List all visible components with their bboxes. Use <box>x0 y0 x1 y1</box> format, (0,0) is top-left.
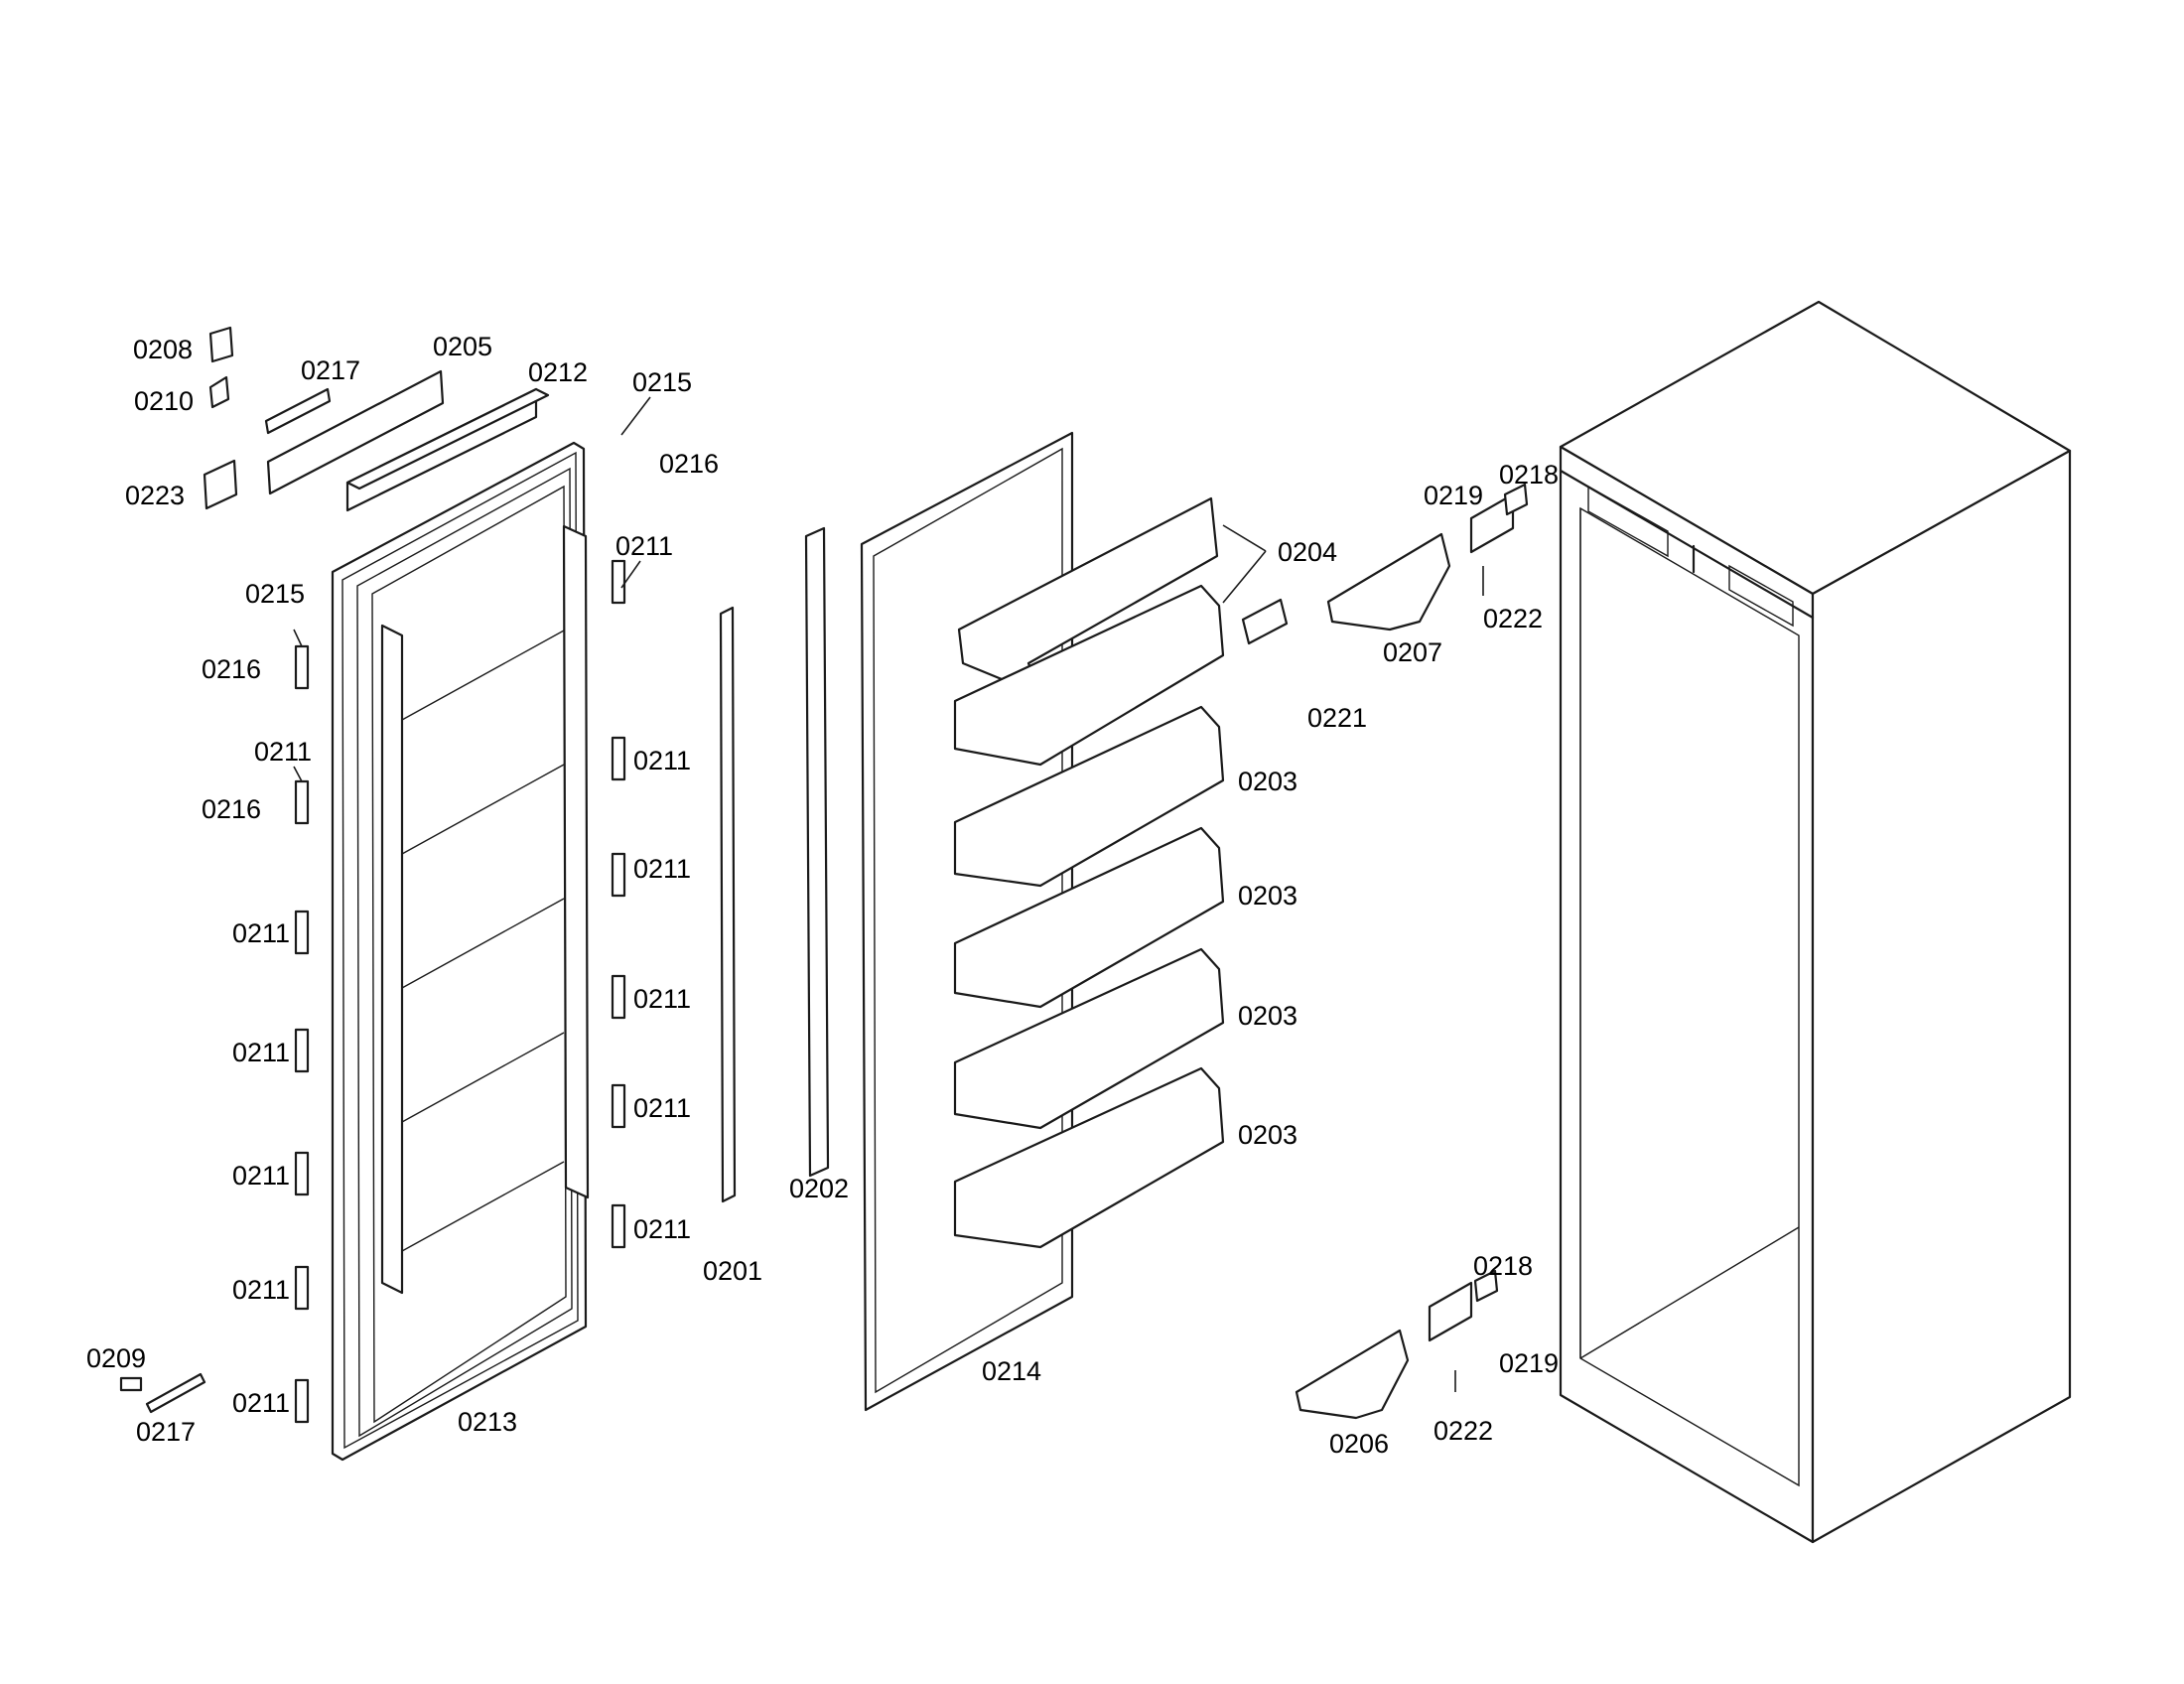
label-0207: 0207 <box>1383 637 1442 667</box>
label-0211: 0211 <box>232 1388 290 1418</box>
label-0216: 0216 <box>659 449 719 479</box>
label-0221: 0221 <box>1307 703 1367 733</box>
label-0222: 0222 <box>1433 1416 1493 1446</box>
label-0211: 0211 <box>633 984 691 1014</box>
label-0204: 0204 <box>1278 537 1337 567</box>
label-0211: 0211 <box>633 1214 691 1244</box>
label-0211: 0211 <box>633 1093 691 1123</box>
label-0219: 0219 <box>1499 1348 1559 1378</box>
label-0218: 0218 <box>1499 460 1559 490</box>
label-0222: 0222 <box>1483 604 1543 633</box>
label-0216: 0216 <box>202 654 261 684</box>
label-0202: 0202 <box>789 1174 849 1203</box>
label-0211: 0211 <box>633 854 691 884</box>
label-0211: 0211 <box>232 1038 290 1067</box>
label-0211: 0211 <box>254 737 312 767</box>
top-trim-parts <box>203 326 550 512</box>
door-panel-0213 <box>331 441 590 1462</box>
refrigerator-cabinet <box>1559 300 2072 1544</box>
part-labels: 0208 0210 0217 0205 0212 0215 0216 0223 … <box>86 332 1559 1459</box>
label-0203: 0203 <box>1238 1001 1297 1031</box>
label-0201: 0201 <box>703 1256 762 1286</box>
label-0211: 0211 <box>633 746 691 775</box>
label-0216: 0216 <box>202 794 261 824</box>
label-0208: 0208 <box>133 335 193 364</box>
label-0215: 0215 <box>632 367 692 397</box>
label-0203: 0203 <box>1238 767 1297 796</box>
label-0213: 0213 <box>458 1407 517 1437</box>
label-0214: 0214 <box>982 1356 1041 1386</box>
label-0223: 0223 <box>125 481 185 510</box>
label-0210: 0210 <box>134 386 194 416</box>
label-0206: 0206 <box>1329 1429 1389 1459</box>
label-0219: 0219 <box>1424 481 1483 510</box>
label-0217: 0217 <box>301 355 360 385</box>
label-0205: 0205 <box>433 332 492 361</box>
label-0211: 0211 <box>615 531 673 561</box>
hinge-assemblies <box>1241 483 1529 1420</box>
label-0209: 0209 <box>86 1343 146 1373</box>
label-0203: 0203 <box>1238 881 1297 911</box>
leader-lines <box>293 396 1484 1392</box>
door-bins <box>953 496 1225 1249</box>
label-0211: 0211 <box>232 1161 290 1191</box>
label-0203: 0203 <box>1238 1120 1297 1150</box>
label-0211: 0211 <box>232 918 290 948</box>
label-0217: 0217 <box>136 1417 196 1447</box>
label-0215: 0215 <box>245 579 305 609</box>
label-0218: 0218 <box>1473 1251 1533 1281</box>
label-0211: 0211 <box>232 1275 290 1305</box>
label-0212: 0212 <box>528 357 588 387</box>
vertical-strips <box>719 526 830 1203</box>
